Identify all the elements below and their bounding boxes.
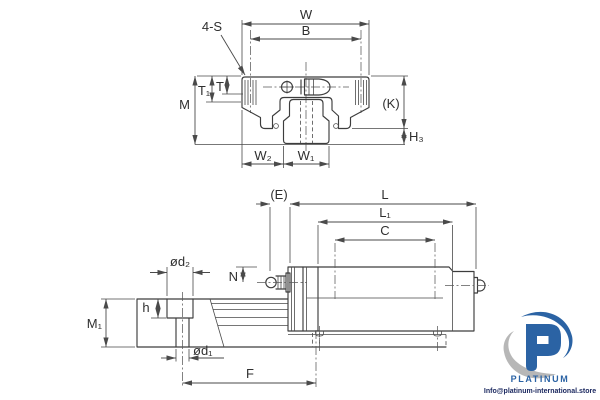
brand-name: PLATINUM [511,374,570,384]
dim-label-N: N [229,269,238,284]
grease-nipple-front [300,78,331,96]
logo-swirl-gray [503,331,556,379]
brand-logo: PLATINUM Info@platinum-international.sto… [484,311,596,395]
dim-label-T: T [216,79,224,94]
rail-profile [282,98,330,145]
dim-label-K: (K) [382,96,399,111]
side-view: (E) L L₁ C N M₁ h ød₂ ød₁ F [87,187,489,387]
dim-label-M1: M₁ [87,316,103,331]
dim-label-W: W [300,7,313,22]
centerlines [250,30,362,152]
dim-label-E: (E) [270,187,287,202]
screw-hole [280,80,294,94]
carriage-outline [241,76,370,130]
grease-nipple-left [257,272,307,293]
side-dimensions [101,201,477,387]
rail-side [136,292,447,387]
grease-nipple-right [445,276,489,294]
front-dimensions [192,20,408,168]
dim-label-B: B [302,23,311,38]
dim-label-C: C [380,223,389,238]
logo-letter-p [526,324,561,371]
dim-label-W2: W₂ [254,148,271,163]
dim-label-d2: ød₂ [170,254,190,269]
carriage-side [287,266,475,351]
dim-label-H3: H₃ [409,129,424,144]
dim-label-h: h [142,300,149,315]
logo-swirl-blue [521,311,573,358]
dim-label-F: F [246,366,254,381]
dim-label-L: L [381,187,388,202]
dim-label-M: M [179,97,190,112]
dim-label-W1: W₁ [298,148,315,163]
mount-hole-hatch [244,80,367,105]
dim-label-L1: L₁ [379,205,391,220]
logo-letter-p-hole [537,336,549,344]
front-view: W B 4-S M T₁ T (K) H₃ W₂ W₁ [179,7,424,168]
rail-hidden-hole [300,101,313,143]
dim-label-4S: 4-S [202,19,223,34]
dim-label-T1: T₁ [198,83,211,98]
dim-label-d1: ød₁ [193,343,213,358]
brand-email: Info@platinum-international.store [484,388,596,395]
seal-screws [273,123,339,129]
